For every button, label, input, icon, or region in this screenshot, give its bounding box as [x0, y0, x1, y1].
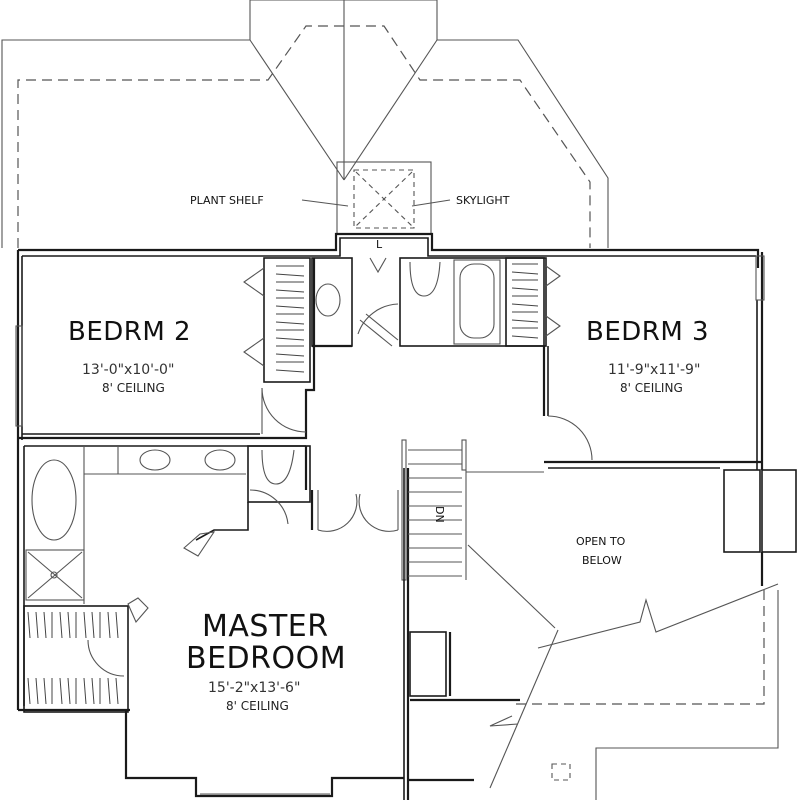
master-double-door — [304, 446, 399, 532]
master-sink-right-icon — [204, 449, 236, 471]
sink-icon — [315, 283, 341, 317]
stairs — [401, 439, 544, 800]
master-bedroom-name-line2: BEDROOM — [186, 641, 346, 676]
open-to-below-line2: BELOW — [582, 554, 622, 567]
open-to-below-line1: OPEN TO — [576, 535, 626, 548]
master-tub-icon — [31, 459, 77, 541]
bedroom-2-name: BEDRM 2 — [68, 317, 191, 347]
right-column-boxes — [723, 469, 797, 586]
bedroom-3-walls — [542, 346, 762, 469]
linen-label: L — [376, 238, 383, 251]
bathtub-icon — [459, 263, 495, 339]
roof-outline — [1, 0, 609, 248]
master-bedroom-ceiling: 8' CEILING — [226, 699, 289, 713]
bedroom-3-closet — [505, 257, 561, 347]
bedroom-2-closet — [243, 257, 311, 383]
room-bedroom-3: BEDRM 3 11'-9"x11'-9" 8' CEILING — [586, 317, 709, 395]
room-master-bedroom: MASTER BEDROOM 15'-2"x13'-6" 8' CEILING — [186, 609, 346, 713]
bedroom-3-name: BEDRM 3 — [586, 317, 709, 347]
bedroom-2-walls — [18, 258, 316, 440]
master-toilet-icon — [261, 449, 295, 485]
stairs-down-label: DN — [433, 506, 446, 523]
hall-bath-block — [311, 257, 545, 348]
master-sink-left-icon — [139, 449, 171, 471]
bedroom-3-ceiling: 8' CEILING — [620, 381, 683, 395]
open-to-below-area — [467, 544, 779, 800]
master-closet — [23, 597, 149, 713]
toilet-icon — [409, 261, 441, 297]
master-bath — [25, 445, 311, 604]
exterior-walls — [15, 232, 765, 470]
bedroom-2-ceiling: 8' CEILING — [102, 381, 165, 395]
plant-shelf-label: PLANT SHELF — [190, 194, 264, 207]
bedroom-2-dimensions: 13'-0"x10'-0" — [82, 362, 174, 378]
master-bedroom-dimensions: 15'-2"x13'-6" — [208, 680, 300, 696]
skylight-label: SKYLIGHT — [456, 194, 510, 207]
room-bedroom-2: BEDRM 2 13'-0"x10'-0" 8' CEILING — [68, 317, 191, 395]
linen-door-icon — [369, 257, 387, 274]
bedroom-3-dimensions: 11'-9"x11'-9" — [608, 362, 700, 378]
lower-stair-boxes — [408, 631, 520, 782]
master-bedroom-name-line1: MASTER — [202, 609, 329, 644]
master-shower-icon — [25, 549, 85, 601]
skylight-box — [301, 161, 451, 235]
